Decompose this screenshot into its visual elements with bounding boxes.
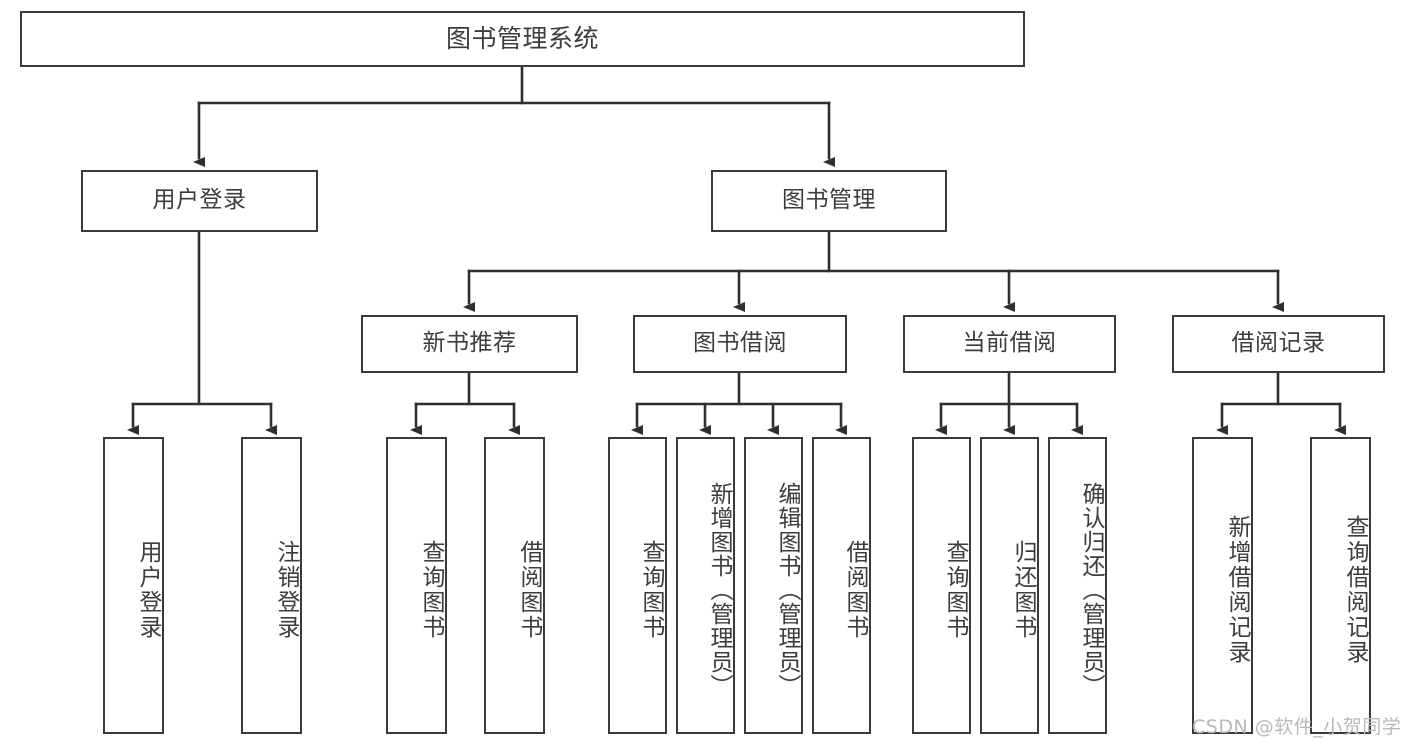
- node-book-management[interactable]: 图书管理: [711, 170, 947, 232]
- node-leaf-borrow-book-2[interactable]: 借阅图书: [812, 437, 871, 734]
- node-leaf-return-book[interactable]: 归还图书: [980, 437, 1039, 734]
- node-leaf-user-logout[interactable]: 注销登录: [241, 437, 302, 734]
- node-leaf-query-book-2-label: 查询图书: [638, 539, 664, 640]
- node-book-borrow[interactable]: 图书借阅: [633, 315, 847, 373]
- node-leaf-add-book[interactable]: 新增图书（管理员）: [676, 437, 735, 734]
- watermark: CSDN @软件_小贺同学: [1192, 716, 1402, 738]
- node-leaf-user-logout-label: 注销登录: [273, 539, 299, 640]
- node-new-book-recommend[interactable]: 新书推荐: [361, 315, 578, 373]
- node-leaf-add-record[interactable]: 新增借阅记录: [1192, 437, 1253, 734]
- node-borrow-record[interactable]: 借阅记录: [1172, 315, 1385, 373]
- node-leaf-confirm-return[interactable]: 确认归还（管理员）: [1048, 437, 1107, 734]
- node-leaf-user-login[interactable]: 用户登录: [103, 437, 164, 734]
- node-user-login[interactable]: 用户登录: [81, 170, 318, 232]
- node-leaf-add-book-label: 新增图书（管理员）: [706, 481, 732, 698]
- node-leaf-confirm-return-label: 确认归还（管理员）: [1078, 481, 1104, 698]
- node-book-management-label: 图书管理: [782, 187, 876, 214]
- node-leaf-return-book-label: 归还图书: [1010, 539, 1036, 640]
- node-leaf-query-book-3[interactable]: 查询图书: [912, 437, 971, 734]
- node-leaf-edit-book-label: 编辑图书（管理员）: [774, 481, 800, 698]
- node-leaf-borrow-book-1[interactable]: 借阅图书: [484, 437, 545, 734]
- node-current-borrow[interactable]: 当前借阅: [903, 315, 1116, 373]
- node-leaf-add-record-label: 新增借阅记录: [1224, 514, 1250, 665]
- node-leaf-borrow-book-2-label: 借阅图书: [842, 539, 868, 640]
- node-book-borrow-label: 图书借阅: [693, 330, 787, 357]
- node-leaf-query-book-1[interactable]: 查询图书: [386, 437, 447, 734]
- node-leaf-query-record-label: 查询借阅记录: [1342, 514, 1368, 665]
- node-user-login-label: 用户登录: [152, 187, 247, 214]
- node-leaf-edit-book[interactable]: 编辑图书（管理员）: [744, 437, 803, 734]
- node-new-book-recommend-label: 新书推荐: [422, 330, 517, 357]
- node-leaf-query-record[interactable]: 查询借阅记录: [1310, 437, 1371, 734]
- node-leaf-query-book-2[interactable]: 查询图书: [608, 437, 667, 734]
- node-borrow-record-label: 借阅记录: [1231, 330, 1326, 357]
- node-root[interactable]: 图书管理系统: [20, 11, 1025, 67]
- node-leaf-borrow-book-1-label: 借阅图书: [516, 539, 542, 640]
- node-current-borrow-label: 当前借阅: [962, 330, 1057, 357]
- node-leaf-user-login-label: 用户登录: [135, 539, 161, 640]
- node-leaf-query-book-3-label: 查询图书: [942, 539, 968, 640]
- node-leaf-query-book-1-label: 查询图书: [418, 539, 444, 640]
- node-root-label: 图书管理系统: [445, 24, 599, 54]
